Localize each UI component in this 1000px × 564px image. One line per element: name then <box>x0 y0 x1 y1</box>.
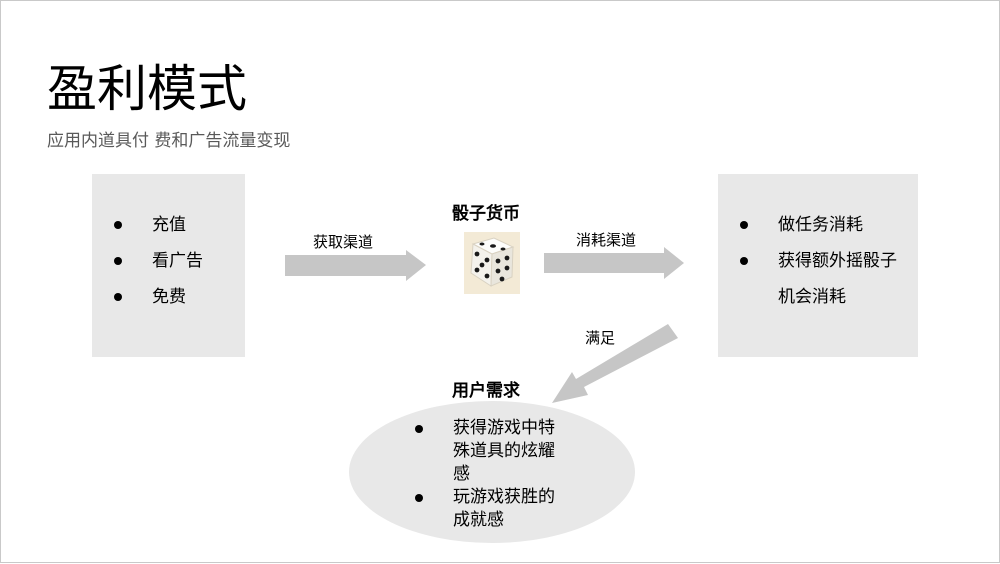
acquire-arrow-label: 获取渠道 <box>313 233 374 251</box>
list-item: 获得游戏中特殊道具的炫耀感 <box>415 417 555 486</box>
page-title: 盈利模式 <box>47 60 247 118</box>
consume-arrow-label: 消耗渠道 <box>576 231 637 249</box>
list-item: 做任务消耗 <box>740 207 912 243</box>
acquire-box: 充值 看广告 免费 <box>92 174 245 357</box>
list-item: 玩游戏获胜的成就感 <box>415 486 555 532</box>
currency-label: 骰子货币 <box>452 204 520 224</box>
consume-arrow <box>544 247 684 279</box>
list-item: 免费 <box>114 279 203 315</box>
acquire-arrow <box>285 250 426 281</box>
list-item: 获得额外摇骰子机会消耗 <box>740 243 912 315</box>
list-item: 看广告 <box>114 243 203 279</box>
dice-icon <box>464 232 520 294</box>
satisfy-arrow-label: 满足 <box>585 329 616 347</box>
page-subtitle: 应用内道具付 费和广告流量变现 <box>47 131 291 151</box>
satisfy-arrow <box>552 324 678 403</box>
list-item: 充值 <box>114 207 203 243</box>
acquire-list: 充值 看广告 免费 <box>114 207 203 315</box>
consume-list: 做任务消耗 获得额外摇骰子机会消耗 <box>740 207 912 315</box>
needs-ellipse: 获得游戏中特殊道具的炫耀感 玩游戏获胜的成就感 <box>349 401 635 543</box>
consume-box: 做任务消耗 获得额外摇骰子机会消耗 <box>718 174 918 357</box>
needs-label: 用户需求 <box>452 381 520 401</box>
needs-list: 获得游戏中特殊道具的炫耀感 玩游戏获胜的成就感 <box>415 417 555 532</box>
